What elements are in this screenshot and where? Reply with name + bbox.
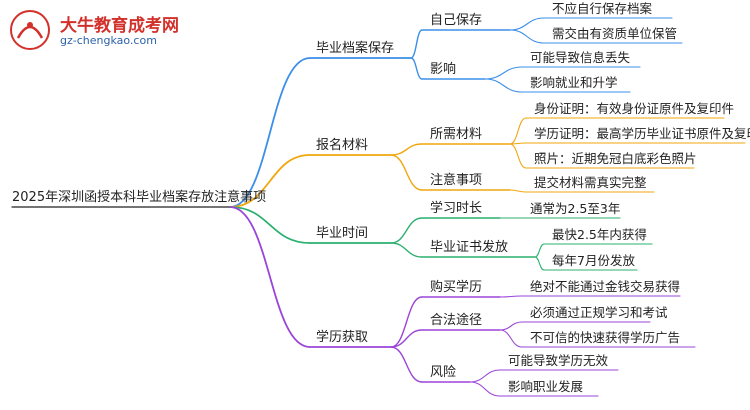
connector-curve — [469, 369, 501, 383]
connector-curve — [390, 329, 423, 348]
subtopic-node: 所需材料 — [430, 127, 483, 142]
connector-curve — [499, 321, 523, 331]
connector-curve — [509, 29, 545, 44]
leaf-node: 不应自行保存档案 — [552, 1, 653, 16]
connector-curve — [410, 57, 423, 80]
subtopic-node: 购买学历 — [430, 280, 483, 295]
leaf-node: 提交材料需真实完整 — [534, 175, 647, 190]
connector-curve — [229, 57, 311, 208]
branch-node: 毕业时间 — [316, 226, 369, 241]
root-node: 2025年深圳函授本科毕业档案存放注意事项 — [12, 190, 267, 205]
connector-curve — [229, 206, 311, 244]
subtopic-node: 学习时长 — [430, 201, 483, 216]
logo-url: gz-chengkao.com — [60, 34, 157, 47]
leaf-node: 最快2.5年内获得 — [552, 227, 647, 242]
branch-node: 报名材料 — [316, 138, 369, 153]
subtopic-node: 注意事项 — [430, 173, 483, 188]
connector-curve — [390, 143, 423, 156]
connector-curve — [534, 243, 545, 258]
branch-node: 学历获取 — [316, 330, 369, 345]
connector-curve — [509, 189, 527, 193]
leaf-node: 通常为2.5至3年 — [530, 201, 621, 216]
connector-curve — [229, 206, 311, 348]
leaf-node: 绝对不能通过金钱交易获得 — [530, 279, 681, 294]
connector-curve — [484, 66, 523, 80]
connector-curve — [390, 242, 423, 258]
subtopic-node: 合法途径 — [430, 313, 483, 328]
connector-curve — [499, 329, 523, 348]
subtopic-node: 毕业证书发放 — [430, 240, 509, 255]
connector-curve — [509, 17, 545, 31]
leaf-node: 身份证明：有效身份证原件及复印件 — [534, 101, 735, 116]
subtopic-node: 自己保存 — [430, 13, 483, 28]
connector-curve — [390, 346, 423, 383]
leaf-node: 每年7月份发放 — [552, 253, 635, 268]
connector-curve — [410, 29, 423, 59]
leaf-node: 影响职业发展 — [508, 379, 584, 394]
leaf-node: 必须通过正规学习和考试 — [530, 305, 668, 320]
branch-node: 毕业档案保存 — [316, 41, 395, 56]
connector-curve — [390, 296, 423, 348]
logo-badge-icon — [10, 10, 50, 50]
leaf-node: 不可信的快速获得学历广告 — [530, 330, 681, 345]
connector-curve — [499, 295, 523, 298]
leaf-node: 影响就业和升学 — [530, 75, 618, 90]
leaf-node: 照片：近期免冠白底彩色照片 — [534, 151, 697, 166]
leaf-node: 可能导致信息丢失 — [530, 50, 631, 65]
subtopic-node: 风险 — [430, 365, 457, 380]
logo-title: 大牛教育成考网 — [60, 16, 179, 36]
connector-curve — [390, 154, 423, 191]
connector-curve — [229, 154, 311, 208]
subtopic-node: 影响 — [430, 62, 457, 77]
leaf-node: 学历证明：最高学历毕业证书原件及复印件 — [534, 126, 750, 141]
leaf-node: 可能导致学历无效 — [508, 353, 609, 368]
connector-curve — [484, 78, 523, 93]
connector-curve — [509, 143, 527, 169]
connector-curve — [509, 117, 527, 145]
connector-curve — [534, 256, 545, 271]
connector-curve — [390, 217, 423, 244]
leaf-node: 需交由有资质单位保管 — [552, 26, 678, 41]
connector-curve — [469, 381, 501, 397]
site-logo[interactable]: 大牛教育成考网 gz-chengkao.com — [8, 8, 188, 52]
